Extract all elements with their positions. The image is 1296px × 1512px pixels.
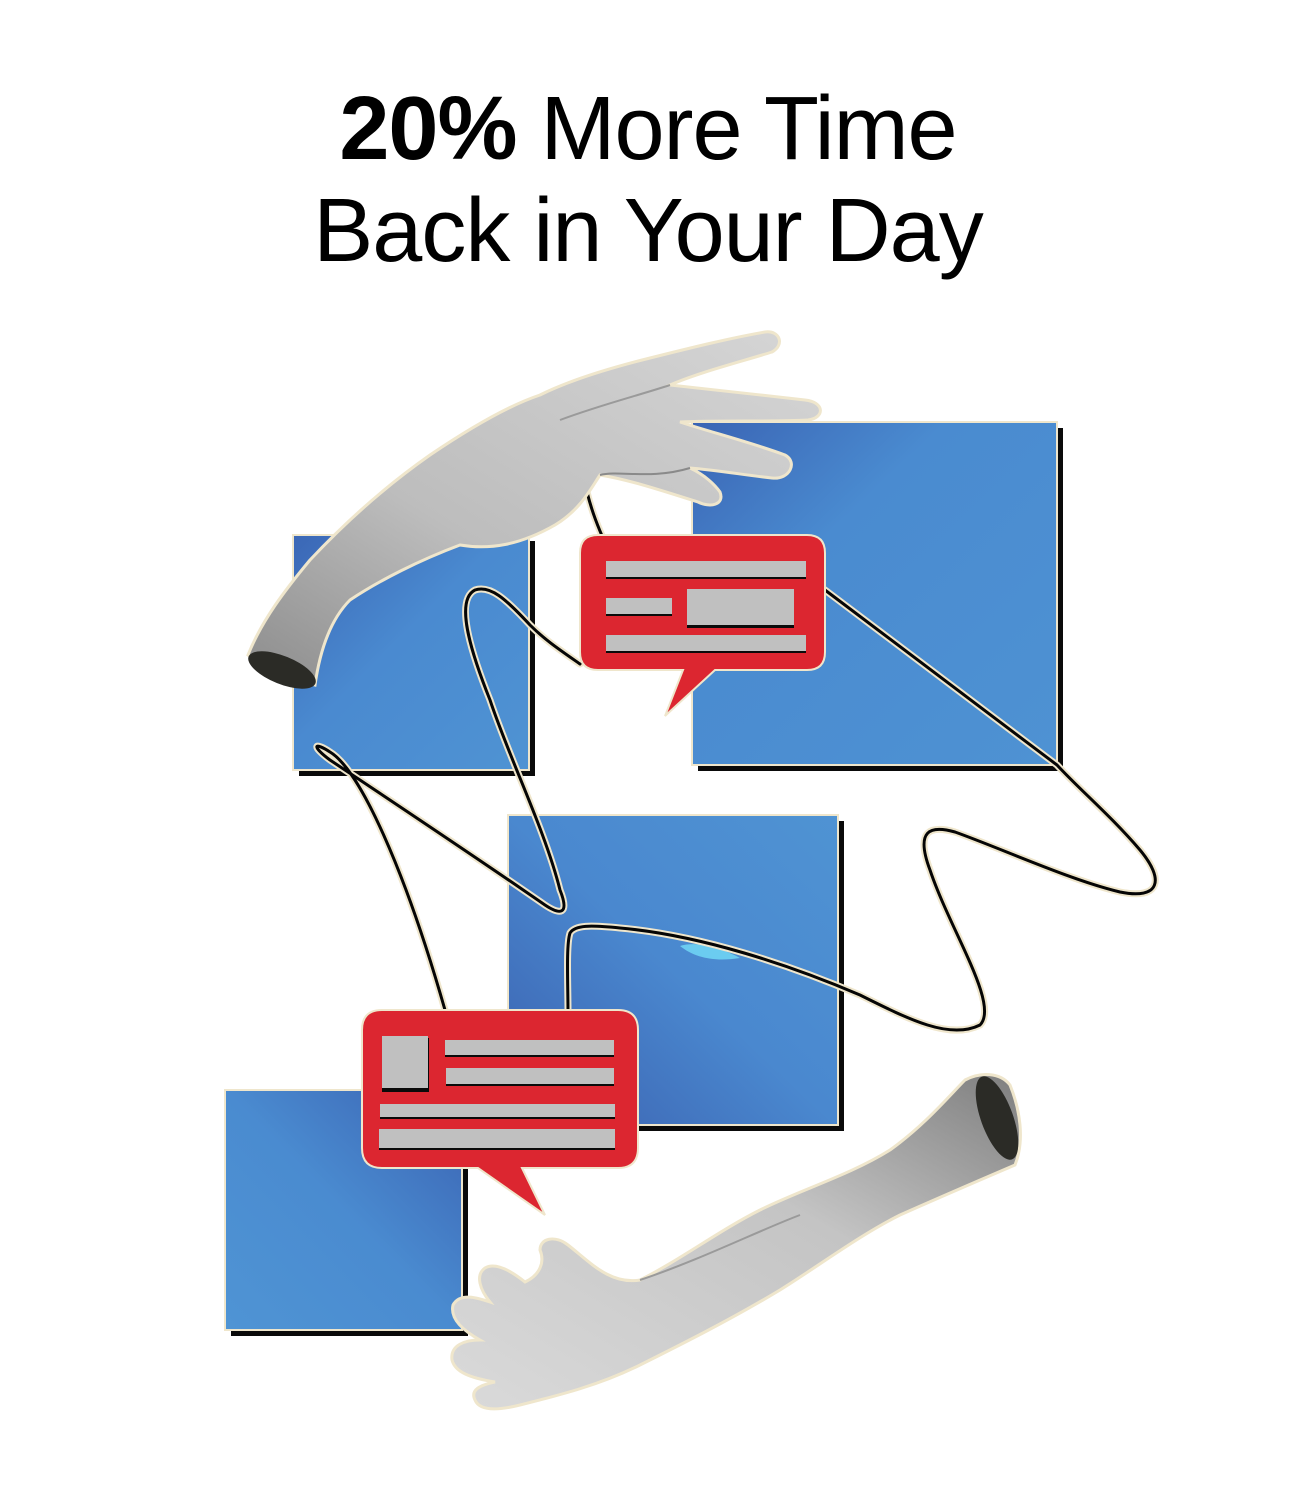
- headline: 20% More Time Back in Your Day: [0, 78, 1296, 282]
- headline-line-2: Back in Your Day: [313, 181, 983, 281]
- message-lines-icon: [606, 561, 806, 653]
- headline-line-1: 20% More Time: [0, 78, 1296, 180]
- headline-more-time: More Time: [516, 79, 958, 179]
- square-top-right: [691, 421, 1063, 771]
- square-top-left: [292, 534, 535, 776]
- message-card-icon: [379, 1036, 615, 1150]
- hand-top-icon: [246, 330, 822, 689]
- chat-bubble-top: [579, 534, 826, 717]
- hand-bottom-icon: [450, 1073, 1022, 1411]
- headline-percent: 20%: [339, 79, 517, 179]
- chat-bubble-bottom: [361, 1009, 639, 1216]
